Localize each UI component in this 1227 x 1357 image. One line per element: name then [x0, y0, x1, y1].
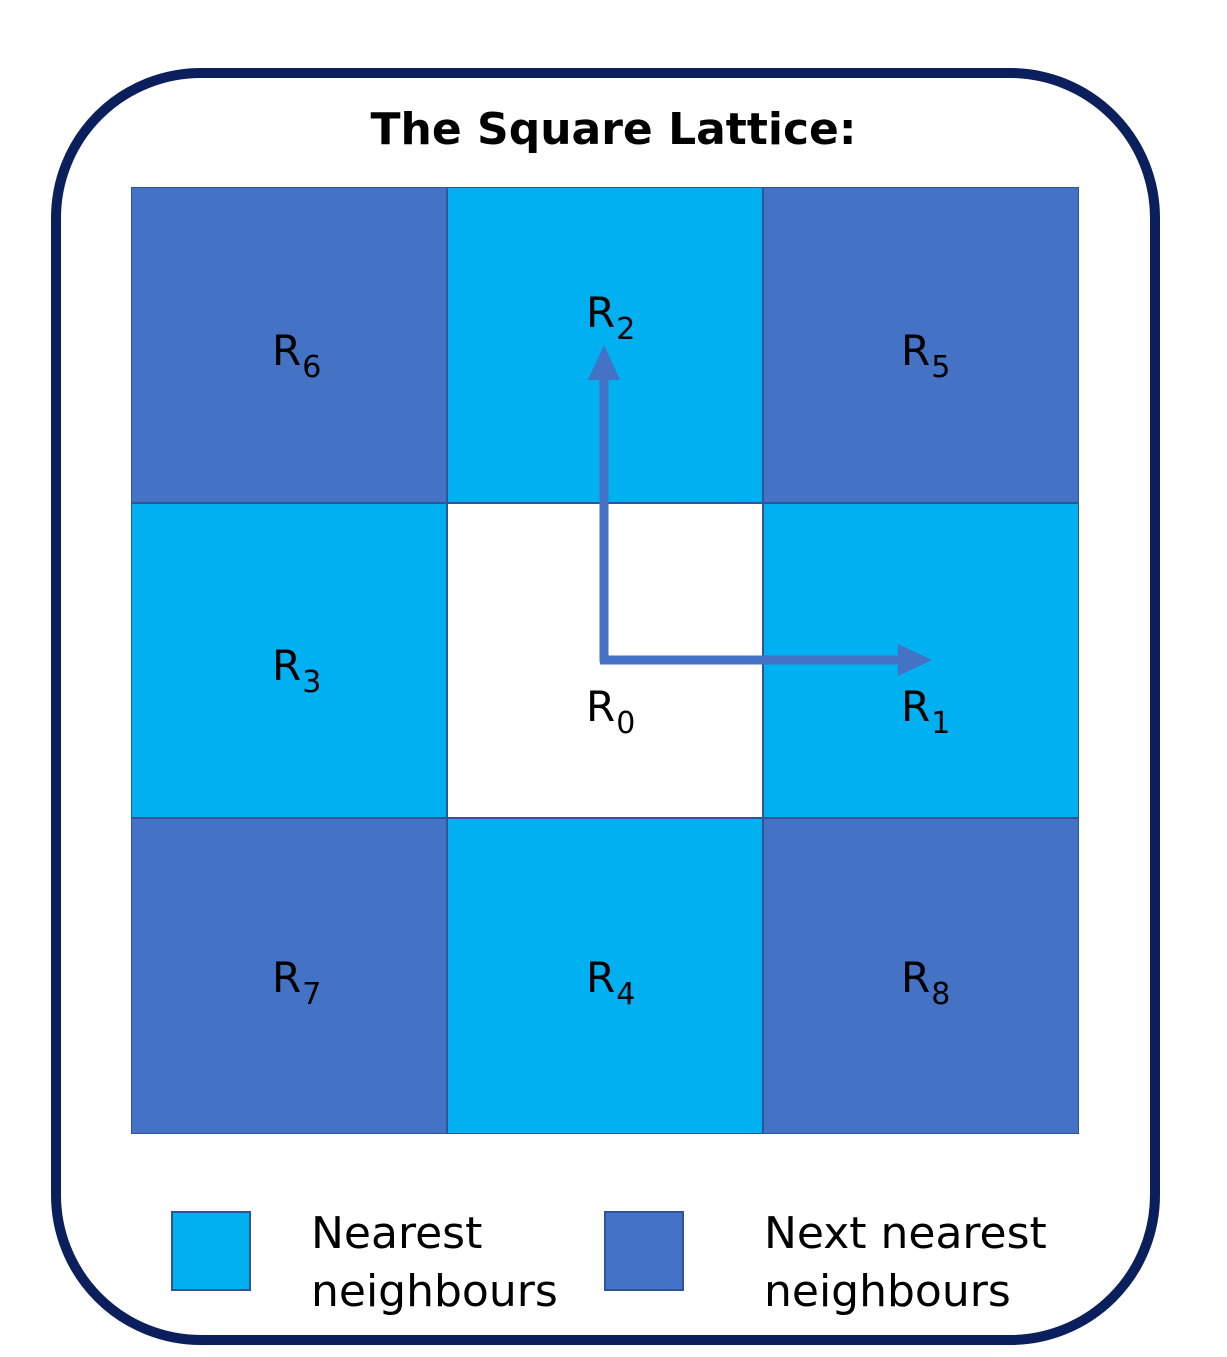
site-label-R4: R4 [586, 953, 636, 1012]
lattice-grid [131, 187, 1079, 1134]
site-label-R0: R0 [586, 682, 636, 741]
site-label-R2: R2 [586, 288, 636, 347]
lattice-cell-R5 [763, 187, 1079, 503]
legend-nearest-line1: Nearest [311, 1208, 483, 1259]
legend-label-nearest: Nearest neighbours [311, 1205, 558, 1321]
diagram-frame [51, 68, 1160, 1345]
lattice-cell-R3 [131, 503, 447, 818]
site-label-R8: R8 [901, 953, 951, 1012]
legend-next-nearest-line2: neighbours [764, 1266, 1011, 1317]
legend-nearest-line2: neighbours [311, 1266, 558, 1317]
lattice-cell-R8 [763, 818, 1079, 1134]
site-label-R7: R7 [272, 953, 322, 1012]
legend-label-next-nearest: Next nearest neighbours [764, 1205, 1047, 1321]
site-label-R6: R6 [272, 326, 322, 385]
vector-a2-arrowhead [588, 345, 620, 380]
legend-swatch-next-nearest [604, 1211, 684, 1291]
legend-swatch-nearest [171, 1211, 251, 1291]
site-label-R1: R1 [901, 682, 951, 741]
legend-next-nearest-line1: Next nearest [764, 1208, 1047, 1259]
lattice-cell-R7 [131, 818, 447, 1134]
lattice-cell-R4 [447, 818, 763, 1134]
site-label-R3: R3 [272, 641, 322, 700]
vector-a1-arrowhead [898, 644, 932, 676]
lattice-cell-R6 [131, 187, 447, 503]
diagram-title: The Square Lattice: [370, 104, 857, 155]
site-label-R5: R5 [901, 326, 951, 385]
